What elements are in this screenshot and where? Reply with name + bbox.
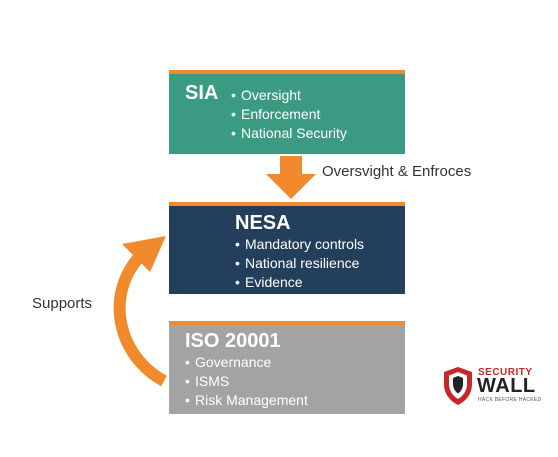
sia-list: Oversight Enforcement National Security [231, 86, 347, 143]
nesa-item-evidence: Evidence [235, 273, 364, 292]
sia-top-bar [169, 70, 405, 74]
sia-item-national-security: National Security [231, 124, 347, 143]
iso-item-governance: Governance [185, 353, 308, 372]
logo-text-security: SECURITY [478, 367, 533, 378]
sia-title: SIA [185, 82, 219, 104]
nesa-top-bar [169, 202, 405, 206]
curved-arrow-head-icon [122, 236, 166, 272]
logo-text-wall: WALL [477, 375, 536, 397]
nesa-title: NESA [235, 212, 291, 234]
iso-box: ISO 20001 Governance ISMS Risk Managemen… [169, 321, 405, 414]
sia-box: SIA Oversight Enforcement National Secur… [169, 70, 405, 154]
iso-title: ISO 20001 [185, 330, 281, 352]
iso-list: Governance ISMS Risk Management [185, 353, 308, 410]
nesa-list: Mandatory controls National resilience E… [235, 235, 364, 292]
sia-item-enforcement: Enforcement [231, 105, 347, 124]
sia-item-oversight: Oversight [231, 86, 347, 105]
logo-tagline: HACK BEFORE HACKED [478, 397, 542, 403]
iso-item-isms: ISMS [185, 372, 308, 391]
nesa-item-mandatory-controls: Mandatory controls [235, 235, 364, 254]
iso-top-bar [169, 321, 405, 325]
nesa-item-national-resilience: National resilience [235, 254, 364, 273]
security-wall-logo: SECURITY WALL HACK BEFORE HACKED [442, 366, 546, 406]
down-arrow-icon [266, 156, 316, 199]
nesa-box: NESA Mandatory controls National resilie… [169, 202, 405, 294]
supports-label: Supports [32, 295, 93, 312]
shield-icon [444, 367, 472, 405]
curved-arrow-icon [113, 246, 168, 387]
iso-item-risk-management: Risk Management [185, 391, 308, 410]
oversight-label: Oversvight & Enfroces [322, 163, 472, 180]
